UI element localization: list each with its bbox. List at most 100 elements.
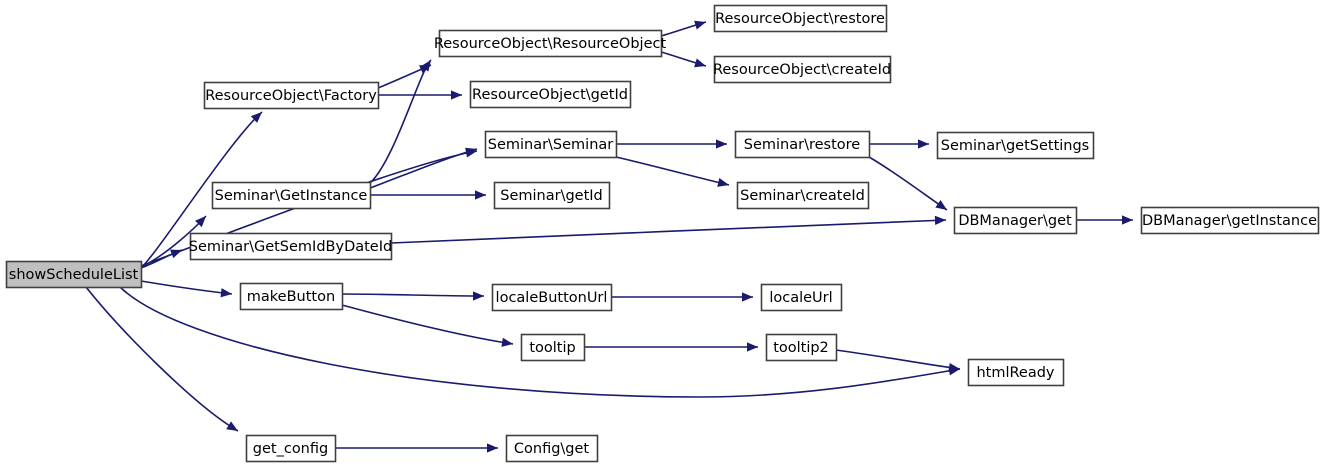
node-label: showScheduleList — [9, 267, 139, 283]
edge-line — [140, 280, 233, 295]
node-box[interactable] — [239, 282, 344, 311]
arrow-head-icon — [742, 292, 753, 302]
graph-node-SeminarcreateId[interactable]: Seminar\createId — [736, 181, 870, 210]
edge-SeminarrestoreNode-to-DBManagerget — [868, 156, 948, 211]
graph-node-SeminarrestoreNode[interactable]: Seminar\restore — [734, 130, 871, 159]
arrow-head-icon — [487, 443, 498, 453]
node-box[interactable] — [734, 130, 871, 159]
node-box[interactable] — [713, 4, 888, 33]
graph-node-localeUrl[interactable]: localeUrl — [760, 283, 843, 312]
edge-SeminarGetInstance-to-SeminarSeminar — [369, 147, 478, 189]
node-box[interactable] — [967, 358, 1065, 387]
node-box[interactable] — [211, 181, 372, 210]
graph-node-ResourceObjectgetId[interactable]: ResourceObject\getId — [469, 80, 632, 109]
arrow-head-icon — [717, 177, 729, 187]
node-label: Seminar\createId — [740, 188, 865, 204]
node-box[interactable] — [1140, 206, 1320, 235]
node-label: ResourceObject\createId — [713, 62, 891, 78]
edge-line — [390, 219, 947, 244]
edge-tooltip2-to-htmlReady — [835, 349, 961, 373]
edge-get_config-to-Configget — [335, 443, 498, 453]
arrow-head-icon — [420, 60, 431, 72]
graph-node-ResourceObjectcreateId[interactable]: ResourceObject\createId — [713, 55, 892, 84]
graph-node-localeButtonUrl[interactable]: localeButtonUrl — [491, 283, 613, 312]
edge-SeminarGetInstance-to-SeminargetId — [370, 190, 486, 200]
edge-line — [868, 156, 948, 211]
graph-node-ResourceObjectResourceObject[interactable]: ResourceObject\ResourceObject — [434, 29, 667, 58]
node-label: Seminar\getSettings — [941, 138, 1089, 154]
node-box[interactable] — [5, 260, 143, 289]
node-label: Seminar\getId — [500, 188, 603, 204]
node-label: ResourceObject\Factory — [205, 88, 377, 104]
arrow-head-icon — [472, 291, 484, 301]
edge-line — [341, 304, 514, 345]
node-label: tooltip — [529, 340, 575, 356]
arrow-head-icon — [170, 249, 182, 259]
graph-node-DBManagerget[interactable]: DBManager\get — [953, 206, 1078, 235]
edge-tooltip-to-tooltip2 — [583, 342, 758, 352]
graph-node-makeButton[interactable]: makeButton — [239, 282, 344, 311]
edge-line — [341, 293, 485, 297]
node-box[interactable] — [505, 434, 599, 463]
edge-SeminarGetInstance-to-ResourceObjectResourceObject — [369, 59, 432, 184]
edge-showScheduleList-to-SeminarGetInstance — [140, 215, 207, 268]
arrow-head-icon — [475, 190, 486, 200]
node-box[interactable] — [765, 333, 838, 362]
graph-node-showScheduleList[interactable]: showScheduleList — [5, 260, 143, 289]
graph-node-Configget[interactable]: Config\get — [505, 434, 599, 463]
node-box[interactable] — [469, 80, 632, 109]
graph-node-ResourceObjectrestore[interactable]: ResourceObject\restore — [713, 4, 888, 33]
node-label: localeButtonUrl — [496, 290, 608, 306]
graph-node-SeminarGetSemIdByDateId[interactable]: Seminar\GetSemIdByDateId — [189, 232, 393, 261]
node-label: localeUrl — [769, 290, 832, 306]
node-label: Seminar\Seminar — [488, 137, 614, 153]
node-label: htmlReady — [976, 365, 1054, 381]
nodes-layer: showScheduleList ResourceObject\Factory Re… — [5, 4, 1320, 463]
node-box[interactable] — [713, 55, 892, 84]
edge-localeButtonUrl-to-localeUrl — [611, 292, 753, 302]
node-box[interactable] — [760, 283, 843, 312]
graph-node-SeminargetId[interactable]: Seminar\getId — [493, 181, 611, 210]
node-label: Config\get — [514, 441, 590, 457]
graph-node-get_config[interactable]: get_config — [245, 434, 337, 463]
graph-node-SeminarSeminar[interactable]: Seminar\Seminar — [484, 130, 618, 159]
node-box[interactable] — [438, 29, 663, 58]
node-label: Seminar\GetSemIdByDateId — [189, 239, 392, 255]
graph-node-SeminargetSettings[interactable]: Seminar\getSettings — [936, 131, 1095, 160]
node-box[interactable] — [245, 434, 337, 463]
node-label: Seminar\restore — [744, 137, 861, 153]
edge-SeminarSeminar-to-SeminarcreateId — [615, 156, 730, 187]
edge-ResourceObjectResourceObject-to-ResourceObjectrestore — [660, 20, 707, 37]
node-box[interactable] — [203, 81, 380, 110]
edge-showScheduleList-to-SeminarGetSemIdByDateId — [140, 249, 183, 269]
node-label: ResourceObject\ResourceObject — [434, 36, 667, 52]
node-box[interactable] — [484, 130, 618, 159]
node-box[interactable] — [493, 181, 611, 210]
node-box[interactable] — [520, 333, 586, 362]
node-label: DBManager\getInstance — [1142, 213, 1317, 229]
arrow-head-icon — [716, 139, 727, 149]
node-box[interactable] — [491, 283, 613, 312]
graph-node-tooltip[interactable]: tooltip — [520, 333, 586, 362]
graph-node-tooltip2[interactable]: tooltip2 — [765, 333, 838, 362]
edge-line — [835, 349, 961, 370]
edge-line — [615, 156, 730, 186]
node-box[interactable] — [189, 232, 393, 261]
graph-node-SeminarGetInstance[interactable]: Seminar\GetInstance — [211, 181, 372, 210]
node-box[interactable] — [936, 131, 1095, 160]
edge-makeButton-to-tooltip — [341, 304, 514, 347]
graph-node-ResourceObjectFactory[interactable]: ResourceObject\Factory — [203, 81, 380, 110]
node-box[interactable] — [736, 181, 870, 210]
graph-node-DBManagergetInstance[interactable]: DBManager\getInstance — [1140, 206, 1320, 235]
edge-ResourceObjectFactory-to-ResourceObjectgetId — [377, 90, 462, 100]
node-label: tooltip2 — [773, 340, 829, 356]
graph-node-htmlReady[interactable]: htmlReady — [967, 358, 1065, 387]
arrow-head-icon — [934, 215, 946, 225]
edge-makeButton-to-localeButtonUrl — [341, 291, 485, 301]
node-box[interactable] — [953, 206, 1078, 235]
node-label: DBManager\get — [958, 213, 1072, 229]
node-label: Seminar\GetInstance — [215, 188, 368, 204]
arrow-head-icon — [465, 147, 477, 157]
